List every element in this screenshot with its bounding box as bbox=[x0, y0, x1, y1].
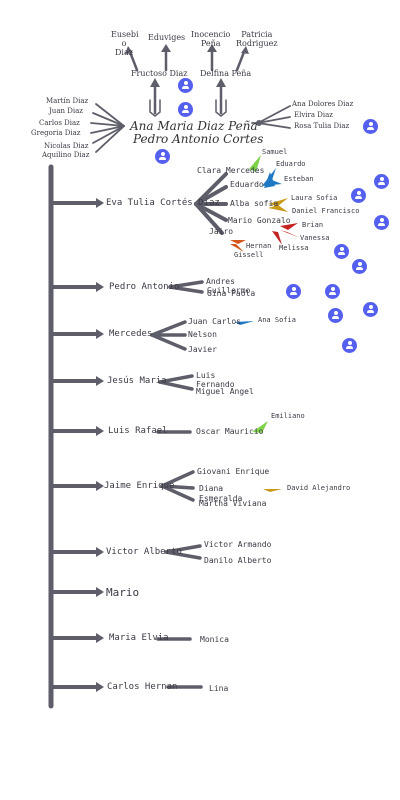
great-grandchild-node: Melissa bbox=[279, 244, 309, 252]
sibling-left: Carlos Diaz bbox=[39, 119, 80, 127]
child-node: Mercedes bbox=[109, 329, 153, 339]
sibling-right: Elvira Diaz bbox=[294, 111, 333, 119]
avatar-icon[interactable] bbox=[363, 119, 378, 134]
grandchild-node: Gina Paola bbox=[207, 289, 256, 298]
grandchild-node: Miguel Angel bbox=[196, 387, 254, 396]
sibling-right: Ana Dolores Diaz bbox=[292, 100, 354, 108]
child-node: Jesús Maria bbox=[107, 376, 167, 386]
ancestor-patricia: Patricia Rodriguez bbox=[236, 30, 278, 48]
avatar-icon[interactable] bbox=[342, 338, 357, 353]
avatar-icon[interactable] bbox=[325, 284, 340, 299]
grandchild-node: Lina bbox=[209, 684, 229, 693]
ancestor-eduviges: Eduviges bbox=[148, 33, 186, 42]
ancestor-eusebio: Eusebi o Diaz bbox=[111, 30, 139, 57]
grandchild-node: Andres bbox=[206, 277, 235, 286]
couple-name-1: Ana Maria Diaz Peña bbox=[130, 119, 258, 133]
great-grandchild-node: Laura Sofia bbox=[291, 194, 338, 202]
grandchild-node: Diana bbox=[199, 484, 224, 493]
avatar-icon[interactable] bbox=[363, 302, 378, 317]
grandchild-node: Esmeralda bbox=[199, 494, 243, 503]
great-grandchild-node: Emiliano bbox=[271, 412, 305, 420]
avatar-icon[interactable] bbox=[286, 284, 301, 299]
great-grandchild-node: Daniel Francisco bbox=[292, 207, 360, 215]
grandchild-node: Luis bbox=[196, 371, 216, 380]
ancestor-delfina: Delfina Peña bbox=[200, 69, 252, 78]
avatar-icon[interactable] bbox=[328, 308, 343, 323]
child-node: Maria Elvia bbox=[109, 633, 169, 643]
ancestor-fructoso: Fructoso Diaz bbox=[131, 69, 188, 78]
sibling-left: Martín Diaz bbox=[46, 97, 89, 105]
grandchild-node: Jairo bbox=[209, 227, 234, 236]
great-grandchild-node: Brian bbox=[302, 221, 324, 229]
child-node: Victor Alberto bbox=[106, 547, 182, 557]
child-node: Eva Tulia Cortés Diaz bbox=[106, 198, 220, 208]
avatar-icon[interactable] bbox=[334, 244, 349, 259]
child-node: Jaime Enrique bbox=[104, 481, 175, 491]
grandchild-node: Fernando bbox=[196, 380, 235, 389]
grandchild-node: Guillermo bbox=[207, 286, 251, 295]
great-grandchild-node: Gissell bbox=[234, 251, 264, 259]
grandchild-node: Javier bbox=[188, 345, 217, 354]
grandchild-node: Juan Carlos bbox=[188, 317, 241, 326]
grandchild-node: Mario Gonzalo bbox=[228, 216, 291, 225]
grandchild-node: Danilo Alberto bbox=[204, 556, 272, 565]
great-grandchild-node: Samuel bbox=[262, 148, 288, 156]
avatar-icon[interactable] bbox=[155, 149, 170, 164]
grandchild-node: Eduardo bbox=[230, 180, 264, 189]
child-node: Pedro Antonio bbox=[109, 282, 180, 292]
great-grandchild-node: Esteban bbox=[284, 175, 314, 183]
child-node: Mario bbox=[106, 586, 140, 599]
child-node: Carlos Hernan bbox=[107, 682, 178, 692]
grandchild-node: Martha Viviana bbox=[199, 499, 267, 508]
grandchild-node: Monica bbox=[200, 635, 229, 644]
great-grandchild-node: David Alejandro bbox=[287, 484, 351, 492]
great-grandchild-node: Ana Sofia bbox=[258, 316, 296, 324]
grandchild-node: Clara Mercedes bbox=[197, 166, 265, 175]
avatar-icon[interactable] bbox=[178, 102, 193, 117]
great-grandchild-node: Eduardo bbox=[276, 160, 306, 168]
great-grandchild-node: Hernan bbox=[246, 242, 272, 250]
ancestor-inocencio: Inocencio Peña bbox=[191, 30, 231, 48]
grandchild-node: Alba sofia bbox=[230, 199, 279, 208]
couple-name-2: Pedro Antonio Cortes bbox=[133, 132, 264, 146]
grandchild-node: Nelson bbox=[188, 330, 217, 339]
avatar-icon[interactable] bbox=[374, 215, 389, 230]
grandchild-node: Giovani Enrique bbox=[197, 467, 270, 476]
grandchild-node: Oscar Mauricio bbox=[196, 427, 264, 436]
sibling-left: Nicolas Diaz bbox=[44, 142, 89, 150]
grandchild-node: Victor Armando bbox=[204, 540, 272, 549]
avatar-icon[interactable] bbox=[374, 174, 389, 189]
avatar-icon[interactable] bbox=[352, 259, 367, 274]
sibling-left: Aquilino Diaz bbox=[42, 151, 90, 159]
avatar-icon[interactable] bbox=[178, 78, 193, 93]
sibling-left: Juan Diaz bbox=[49, 107, 83, 115]
child-node: Luis Rafael bbox=[108, 426, 168, 436]
sibling-right: Rosa Tulia Diaz bbox=[294, 122, 350, 130]
great-grandchild-node: Vanessa bbox=[300, 234, 330, 242]
avatar-icon[interactable] bbox=[351, 188, 366, 203]
sibling-left: Gregoria Diaz bbox=[31, 129, 81, 137]
